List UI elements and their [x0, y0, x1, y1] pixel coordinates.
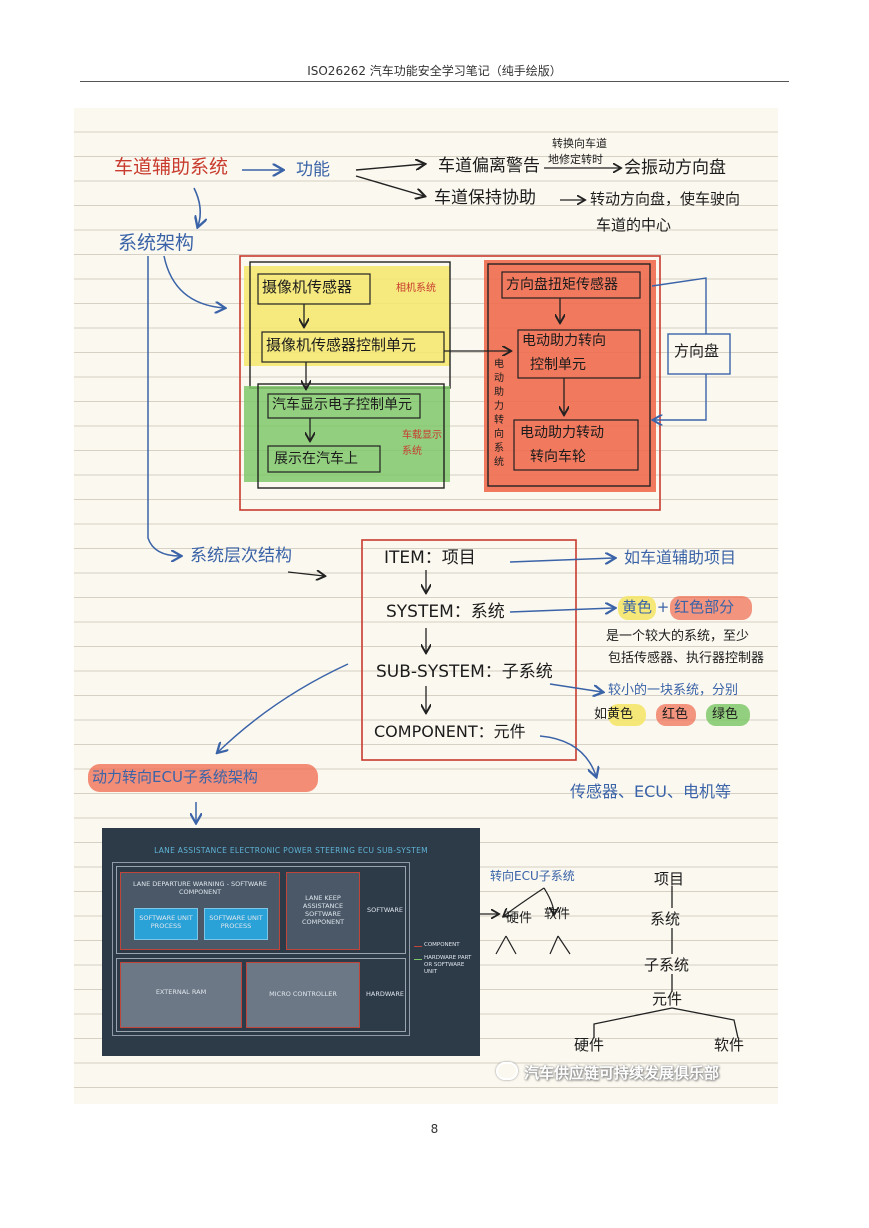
display-show: 展示在汽车上 — [274, 451, 358, 467]
ecu-subsystem-diagram: LANE ASSISTANCE ELECTRONIC POWER STEERIN… — [102, 828, 480, 1056]
system-desc-1: 是一个较大的系统，至少 — [606, 629, 750, 644]
tree-item: 项目 — [654, 870, 685, 888]
torque-sensor: 方向盘扭矩传感器 — [506, 277, 618, 293]
tree-component: 元件 — [652, 990, 683, 1008]
lka-label: 车道保持协助 — [434, 188, 536, 208]
handwritten-note-image: 车道辅助系统 功能 车道偏离警告 转换向车道 地修定转时 会振动方向盘 车道保持… — [74, 108, 778, 1104]
architecture-frame — [239, 255, 661, 511]
software-note: 软件 — [544, 907, 571, 922]
wechat-icon — [496, 1062, 518, 1080]
watermark-text: 汽车供应链可持续发展俱乐部 — [524, 1064, 720, 1082]
page-header: ISO26262 汽车功能安全学习笔记（纯手绘版） — [307, 64, 562, 78]
eps-ecu-line-1: 电动助力转向 — [522, 333, 606, 349]
hardware-label: HARDWARE — [366, 990, 404, 998]
system-desc-2: 包括传感器、执行器控制器 — [608, 651, 765, 666]
ecu-outer-frame — [112, 862, 410, 1036]
subsystem-red: 红色 — [662, 707, 689, 722]
camera-sensor: 摄像机传感器 — [262, 278, 353, 296]
display-ecu: 汽车显示电子控制单元 — [272, 397, 412, 413]
lka-result-1: 转动方向盘，使车驶向 — [590, 190, 741, 208]
tree-software: 软件 — [714, 1036, 745, 1054]
lka-component-box — [286, 872, 360, 950]
unit-process-label-1: SOFTWARE UNIT PROCESS — [139, 914, 193, 931]
steering-wheel-box — [667, 333, 731, 375]
eps-motor-line-2: 转向车轮 — [530, 449, 586, 465]
eps-ecu-line-2: 控制单元 — [530, 357, 586, 373]
software-label: SOFTWARE — [367, 906, 403, 914]
steering-wheel: 方向盘 — [674, 342, 720, 360]
micro-controller-label: MICRO CONTROLLER — [269, 990, 337, 998]
legend-hw: HARDWARE PART OR SOFTWARE UNIT — [424, 955, 472, 975]
subsystem-green: 绿色 — [712, 707, 739, 722]
hierarchy-component: COMPONENT：元件 — [374, 722, 526, 741]
eps-system-label: 电动助力转向系统 — [494, 359, 504, 468]
lka-component-label: LANE KEEP ASSISTANCE SOFTWARE COMPONENT — [301, 894, 345, 927]
legend-hw-swatch — [414, 959, 422, 960]
legend-component: COMPONENT — [424, 942, 460, 948]
legend-component-swatch — [414, 946, 422, 947]
hierarchy-system: SYSTEM：系统 — [386, 602, 505, 622]
ecu-subsystem-note: 转向ECU子系统 — [490, 869, 575, 883]
display-system-label: 车载显示系统 — [402, 430, 442, 457]
hardware-note: 硬件 — [506, 911, 533, 926]
unit-process-box-1 — [134, 908, 198, 940]
eps-sub-arch-label: 动力转向ECU子系统架构 — [92, 768, 258, 786]
arrow — [355, 175, 424, 196]
ldw-result: 会振动方向盘 — [624, 158, 726, 178]
software-frame — [116, 866, 406, 954]
external-ram-box — [120, 962, 242, 1028]
watermark: 汽车供应链可持续发展俱乐部 — [496, 1062, 719, 1083]
function-label: 功能 — [296, 160, 330, 180]
system-note: 黄色 + 红色部分 — [622, 598, 735, 616]
hierarchy-subsystem: SUB-SYSTEM：子系统 — [376, 662, 553, 682]
architecture-label: 系统架构 — [118, 232, 195, 254]
unit-process-label-2: SOFTWARE UNIT PROCESS — [209, 914, 263, 931]
micro-controller-box — [246, 962, 360, 1028]
component-note: 传感器、ECU、电机等 — [570, 782, 731, 801]
arrow — [193, 187, 200, 226]
subsystem-desc-2: 如黄色 — [594, 707, 634, 722]
header-rule — [80, 81, 789, 82]
subsystem-desc-1: 较小的一块系统，分别 — [608, 683, 739, 698]
tree-subsystem: 子系统 — [644, 956, 690, 974]
ecu-diagram-title: LANE ASSISTANCE ELECTRONIC POWER STEERIN… — [154, 846, 428, 855]
hierarchy-frame — [361, 539, 577, 761]
ldw-note-2: 地修定转时 — [548, 153, 603, 166]
external-ram-label: EXTERNAL RAM — [155, 988, 207, 996]
yellow-highlight — [244, 266, 450, 366]
unit-process-box-2 — [204, 908, 268, 940]
page-number: 8 — [430, 1122, 439, 1136]
eps-arch-highlight — [88, 764, 318, 792]
camera-system-label: 相机系统 — [396, 283, 436, 294]
root-system-label: 车道辅助系统 — [114, 156, 229, 178]
camera-ecu: 摄像机传感器控制单元 — [266, 336, 417, 354]
ldw-label: 车道偏离警告 — [438, 156, 540, 176]
ldw-note-1: 转换向车道 — [552, 137, 607, 150]
hardware-frame — [116, 958, 406, 1032]
item-note: 如车道辅助项目 — [624, 548, 737, 567]
ldw-component-label: LANE DEPARTURE WARNING - SOFTWARE COMPON… — [133, 880, 267, 897]
lka-result-2: 车道的中心 — [596, 216, 672, 234]
hierarchy-item: ITEM：项目 — [384, 548, 476, 568]
tree-hardware: 硬件 — [574, 1036, 605, 1054]
green-highlight — [244, 386, 450, 482]
tree-system: 系统 — [650, 910, 681, 928]
eps-motor-line-1: 电动助力转动 — [520, 425, 604, 441]
arrow — [355, 164, 424, 171]
hierarchy-label: 系统层次结构 — [190, 546, 292, 566]
red-highlight — [484, 260, 656, 492]
